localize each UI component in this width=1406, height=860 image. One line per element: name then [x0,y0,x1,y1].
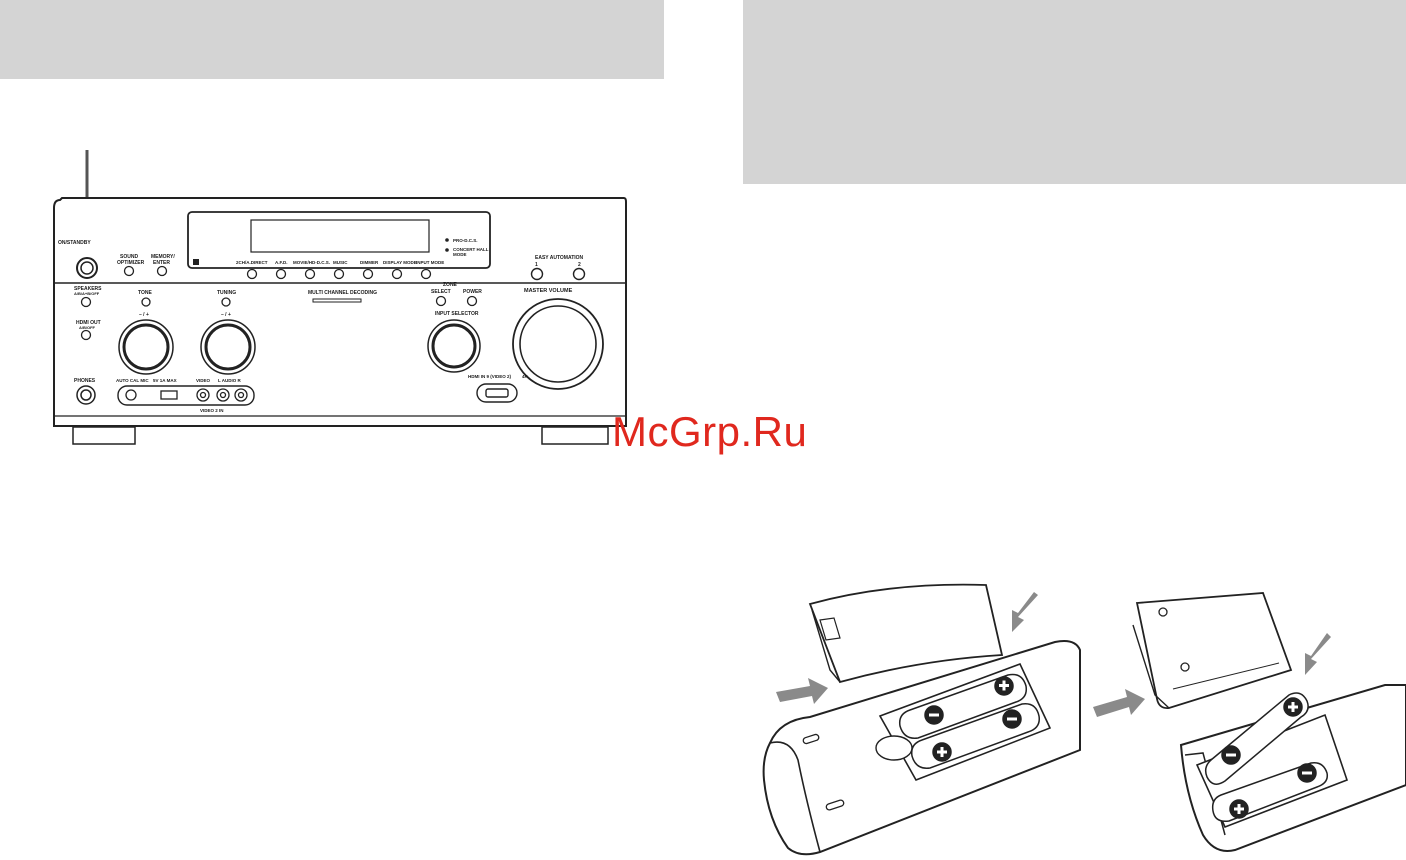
mode-button[interactable] [275,268,287,280]
master-volume-label: MASTER VOLUME [524,288,573,294]
zone-label: ZONE [443,282,458,288]
input-selector-label: INPUT SELECTOR [435,311,479,317]
tone-label: TONE [138,290,152,296]
arrow-icon [1093,689,1145,717]
arrow-icon [1305,633,1331,675]
tuning-button[interactable] [221,297,231,307]
mode-label-input: INPUT MODE [416,260,444,265]
master-volume-knob[interactable] [519,305,597,383]
zone-power-button[interactable] [466,295,478,307]
svg-text:OPTIMIZER: OPTIMIZER [117,260,145,266]
easy-automation-1-button[interactable] [530,267,544,281]
hdmi-out-label: HDMI OUT [76,320,101,326]
left-foot [72,426,136,445]
zone-select-label: SELECT [431,289,451,295]
hdmi-in-label: HDMI IN 9 (VIDEO 2) [468,374,512,379]
sound-optimizer-label: SOUND [120,254,138,260]
indicator-mode: MODE [453,252,467,257]
multi-channel-label: MULTI CHANNEL DECODING [308,290,377,296]
tuning-label: TUNING [217,290,236,296]
easy-automation-label: EASY AUTOMATION [535,255,584,261]
mode-button[interactable] [304,268,316,280]
right-foot [541,426,609,445]
audio-label: L AUDIO R [218,378,242,383]
easy-automation-2-button[interactable] [572,267,586,281]
hdmi-out-button[interactable] [80,329,92,341]
phones-jack[interactable] [80,389,92,401]
front-input-panel [117,385,255,406]
watermark: McGrp.Ru [612,408,808,455]
arrow-icon [1012,592,1038,632]
mode-label-music: MUSIC [333,260,348,265]
tuning-knob[interactable] [204,323,252,371]
mode-button[interactable] [246,268,258,280]
video-label: VIDEO [196,378,211,383]
auto-cal-mic-label: AUTO CAL MIC [116,378,149,383]
svg-text:– / +: – / + [139,312,149,318]
input-selector-knob[interactable] [431,323,477,369]
mode-label-2ch: 2CH/A.DIRECT [236,260,268,265]
svg-text:A/B/OFF: A/B/OFF [79,325,96,330]
mode-label-dimmer: DIMMER [360,260,379,265]
tone-knob[interactable] [122,323,170,371]
header-band-left [0,0,664,79]
svg-text:1: 1 [535,262,538,268]
speakers-label: SPEAKERS [74,286,102,292]
memory-label: MEMORY/ [151,254,175,260]
indicator-concert-hall: CONCERT HALL [453,247,489,252]
remote-battery-diagram-icon [1093,592,1406,852]
on-standby-label: ON/STANDBY [58,240,91,246]
power-button[interactable] [80,261,94,275]
zone-select-button[interactable] [435,295,447,307]
mode-button[interactable] [362,268,374,280]
mode-button[interactable] [391,268,403,280]
svg-text:2: 2 [578,262,581,268]
phones-label: PHONES [74,378,96,384]
mode-button[interactable] [420,268,432,280]
mode-button[interactable] [333,268,345,280]
auto-cal-mic-jack[interactable] [125,389,137,401]
header-band-right [743,0,1406,184]
mode-label-display: DISPLAY MODE [383,260,417,265]
receiver-front-panel: PRO-D.C.S. CONCERT HALL MODE ON/STANDBY … [53,150,627,445]
sound-optimizer-button[interactable] [123,265,135,277]
multi-channel-indicator [312,298,362,303]
indicator-pro-dcs: PRO-D.C.S. [453,238,478,243]
svg-text:A/B/A+B/OFF: A/B/A+B/OFF [74,291,100,296]
memory-enter-button[interactable] [156,265,168,277]
hdmi-4k-label: 4K [522,374,529,379]
remote-battery-diagram-icon [762,583,1081,856]
tone-button[interactable] [141,297,151,307]
usb-label: 5V 1A MAX [153,378,177,383]
mode-label-movie: MOVIE/HD-D.C.S. [293,260,330,265]
mode-label-afd: A.F.D. [275,260,288,265]
speakers-button[interactable] [80,296,92,308]
svg-text:– / +: – / + [221,312,231,318]
svg-text:ENTER: ENTER [153,260,170,266]
hdmi-in-port[interactable] [485,388,509,398]
display-screen [250,219,430,253]
arrow-icon [776,678,828,704]
zone-power-label: POWER [463,289,482,295]
video2-in-label: VIDEO 2 IN [200,408,224,413]
usb-port[interactable] [160,390,178,400]
